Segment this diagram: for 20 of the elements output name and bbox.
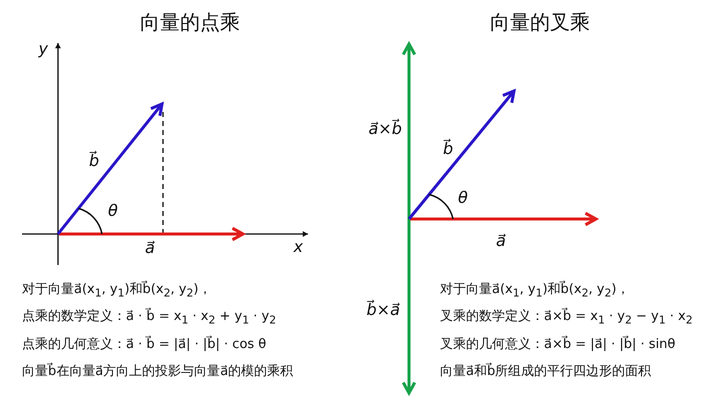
angle-label: θ (108, 200, 118, 220)
vector-label: a⃗×b⃗ (368, 118, 402, 138)
formula-text: 点乘的数学定义：a⃗ · b⃗ = x$_{1}$ · x$_{2}$ + y$_{1}$ · y$_{2}$ (22, 309, 276, 327)
angle-label: θ (458, 188, 468, 207)
panel-title: 向量的叉乘 (490, 10, 590, 34)
formula-text: 对于向量a⃗(x$_{1}$, y$_{1}$)和b⃗(x$_{2}$, y$_{2}$)， (22, 282, 212, 300)
formula-text: 对于向量a⃗(x$_{1}$, y$_{1}$)和b⃗(x$_{2}$, y$_{2}$)， (440, 282, 630, 300)
vector-label: a⃗ (145, 238, 155, 257)
formula-text: 叉乘的几何意义：a⃗×b⃗ = |a⃗| · |b⃗| · sinθ (440, 337, 676, 353)
axis-label: y (38, 38, 48, 58)
vector-label: a⃗ (496, 230, 506, 250)
panel-title: 向量的点乘 (140, 10, 240, 34)
vector-label: b⃗×a⃗ (366, 300, 400, 319)
vector-label: b⃗ (89, 150, 100, 170)
description-text: 向量b⃗在向量a⃗方向上的投影与向量a⃗的模的乘积 (22, 364, 294, 380)
formula-text: 叉乘的数学定义：a⃗×b⃗ = x$_{1}$ · y$_{2}$ − y$_{1}$ · x$_{2}$ (440, 309, 693, 327)
vector-label: b⃗ (443, 138, 454, 158)
description-text: 向量a⃗和b⃗所组成的平行四边形的面积 (440, 364, 652, 380)
axis-label: x (294, 236, 303, 256)
formula-text: 点乘的几何意义：a⃗ · b⃗ = |a⃗| · |b⃗| · cos θ (22, 337, 266, 353)
